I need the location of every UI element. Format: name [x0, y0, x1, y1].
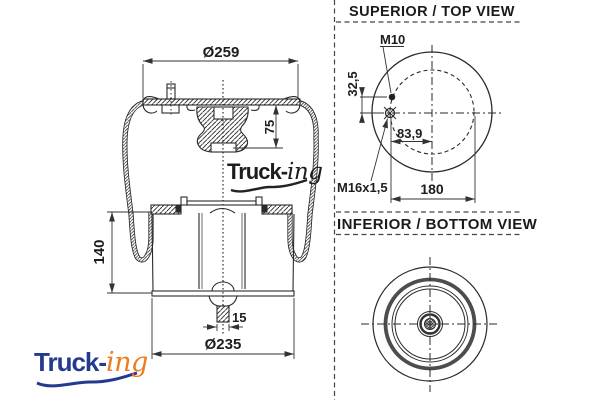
panel-dividers	[333, 0, 522, 400]
truck-ing-logo-color: Truck-ing	[34, 349, 148, 376]
bottom-view-title: INFERIOR / BOTTOM VIEW	[337, 216, 538, 233]
top-view-dimensions	[359, 46, 476, 203]
m16-air-port-marker	[383, 106, 397, 120]
m10-stud-marker	[388, 93, 396, 101]
label-m16: M16x1,5	[337, 180, 388, 195]
logo-text-bold: Truck-	[34, 347, 107, 377]
top-view-title: SUPERIOR / TOP VIEW	[349, 4, 515, 20]
dim-bottom-diameter: Ø235	[205, 336, 242, 353]
air-valve-stud	[161, 81, 180, 115]
dim-bolt-width: 15	[232, 310, 246, 325]
piston	[150, 196, 295, 323]
logo-text-script: ing	[287, 159, 323, 185]
dim-top-diameter: Ø259	[203, 44, 240, 61]
dim-stud-offset: 32,5	[345, 71, 360, 96]
dim-piston-height: 140	[91, 239, 108, 264]
top-plate	[142, 98, 301, 106]
side-view-drawing	[122, 80, 319, 334]
truck-ing-logo-mono: Truck-ing	[227, 159, 323, 185]
bellows-wall	[122, 99, 319, 263]
plate-inner-hook-left	[186, 104, 196, 111]
dim-bumper-height: 75	[262, 120, 277, 134]
logo-text-script: ing	[106, 347, 148, 378]
top-plate-right-curl	[283, 96, 301, 114]
logo-mono-swoosh	[230, 178, 308, 193]
logo-color-swoosh	[36, 371, 138, 388]
plate-inner-hook-right	[250, 104, 260, 111]
label-m10: M10	[380, 32, 405, 47]
top-view-drawing	[360, 45, 504, 182]
dim-port-offset: 83,9	[397, 126, 422, 141]
dim-stud-spacing: 180	[420, 181, 444, 197]
side-view-dimensions	[107, 58, 299, 359]
logo-text-bold: Truck-	[227, 159, 288, 184]
rubber-bumper	[196, 106, 249, 153]
top-plate-left-curl	[142, 96, 160, 114]
bottom-view-drawing	[361, 257, 499, 392]
